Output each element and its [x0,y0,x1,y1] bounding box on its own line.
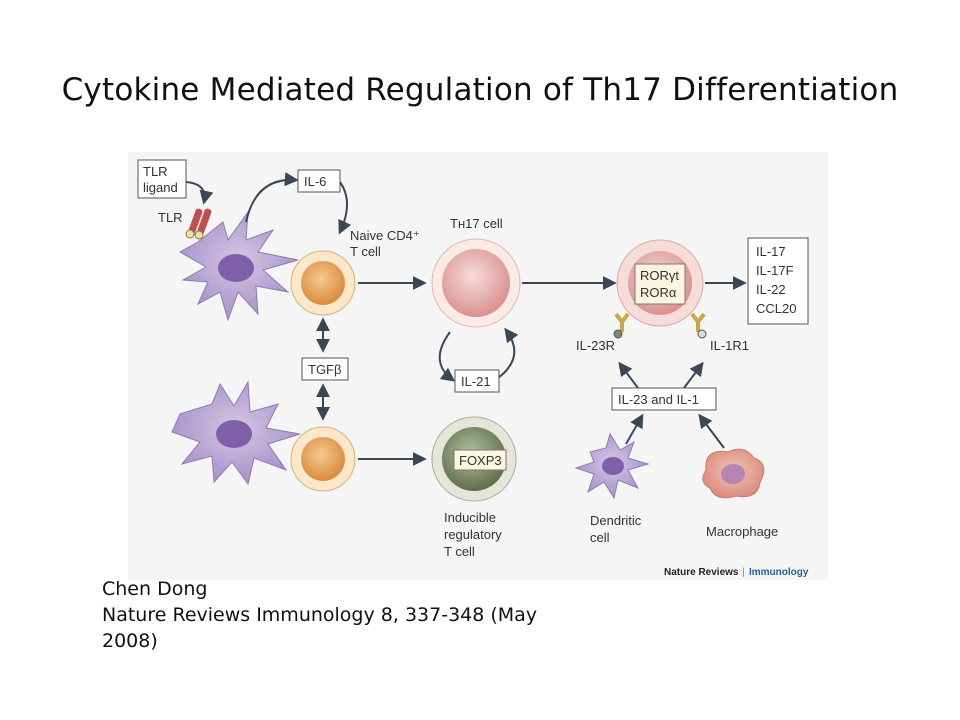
ror-gamma-t-label: RORγt [640,268,679,283]
dc-bottom-nucleus [216,420,252,448]
il21-loop-left-arrow [438,331,456,382]
svg-text:TGFβ: TGFβ [308,362,341,377]
dendritic-cell-top [178,210,299,322]
dc-to-il23-arrow [625,413,644,445]
dendritic-cell-label-2: cell [590,530,610,545]
treg-label-2: regulatory [444,527,502,542]
svg-text:CCL20: CCL20 [756,301,796,316]
il21-loop-right-arrow [497,327,519,379]
il1-to-il1r1-arrow [683,361,704,389]
th17-label: Tʜ17 cell [450,216,503,231]
naive-t-cell-label-2: T cell [350,244,381,259]
il21-box: IL-21 [454,369,500,393]
svg-text:IL-17F: IL-17F [756,263,794,278]
il1r1-label: IL-1R1 [710,338,749,353]
ror-cell: RORγt RORα [616,239,704,327]
diagram-svg: TLR ligand TLR IL-6 Naive CD4⁺ T cell Tʜ… [128,152,828,580]
svg-text:IL-17: IL-17 [756,244,786,259]
th17-cell [431,238,521,328]
tlr-ligand-box: TLR ligand [137,159,187,199]
il23-il1-box: IL-23 and IL-1 [611,387,717,411]
svg-text:TLR: TLR [143,164,168,179]
journal-section: Immunology [749,567,809,578]
tlr-label: TLR [158,210,183,225]
journal-brand: Nature Reviews [664,567,739,578]
treg-label-1: Inducible [444,510,496,525]
svg-text:IL-6: IL-6 [304,174,326,189]
svg-text:IL-21: IL-21 [461,374,491,389]
tlr-receptor-icon [185,208,212,240]
svg-text:IL-23 and IL-1: IL-23 and IL-1 [618,392,699,407]
naive-t-cell-bottom [290,426,356,492]
output-cytokines-box: IL-17 IL-17F IL-22 CCL20 [747,237,809,325]
dendritic-cell-small [574,432,650,500]
naive-t-cell-top [290,250,356,316]
dc-nucleus [218,254,254,282]
dendritic-cell-bottom [171,380,301,486]
citation-journal: Nature Reviews Immunology 8, 337-348 (Ma… [102,604,538,626]
citation-year: 2008) [102,630,158,652]
journal-separator: | [742,567,745,578]
il23r-receptor-icon [613,312,630,339]
citation-author: Chen Dong [102,578,208,600]
il6-box: IL-6 [297,169,341,193]
dc-to-il6-arrow [245,172,299,223]
th17-differentiation-figure: TLR ligand TLR IL-6 Naive CD4⁺ T cell Tʜ… [128,152,828,580]
macrophage-to-il1-arrow [698,413,725,449]
il23r-label: IL-23R [576,338,615,353]
citation: Chen Dong Nature Reviews Immunology 8, 3… [102,576,537,654]
treg-label-3: T cell [444,544,475,559]
svg-text:ligand: ligand [143,180,178,195]
macrophage-cell [702,448,765,499]
dendritic-cell-label-1: Dendritic [590,513,642,528]
macrophage-label: Macrophage [706,524,778,539]
tgfb-box: TGFβ [301,357,349,381]
il1r1-receptor-icon [690,312,707,339]
il23-to-il23r-arrow [618,361,639,389]
il6-to-tcell-arrow [338,181,352,235]
foxp3-label: FOXP3 [459,453,502,468]
naive-t-cell-label-1: Naive CD4⁺ [350,228,420,243]
ror-alpha-label: RORα [640,285,677,300]
svg-text:IL-22: IL-22 [756,282,786,297]
inducible-treg-cell: FOXP3 [431,416,517,502]
slide-title: Cytokine Mediated Regulation of Th17 Dif… [61,72,899,108]
ligand-arrow [185,181,214,205]
